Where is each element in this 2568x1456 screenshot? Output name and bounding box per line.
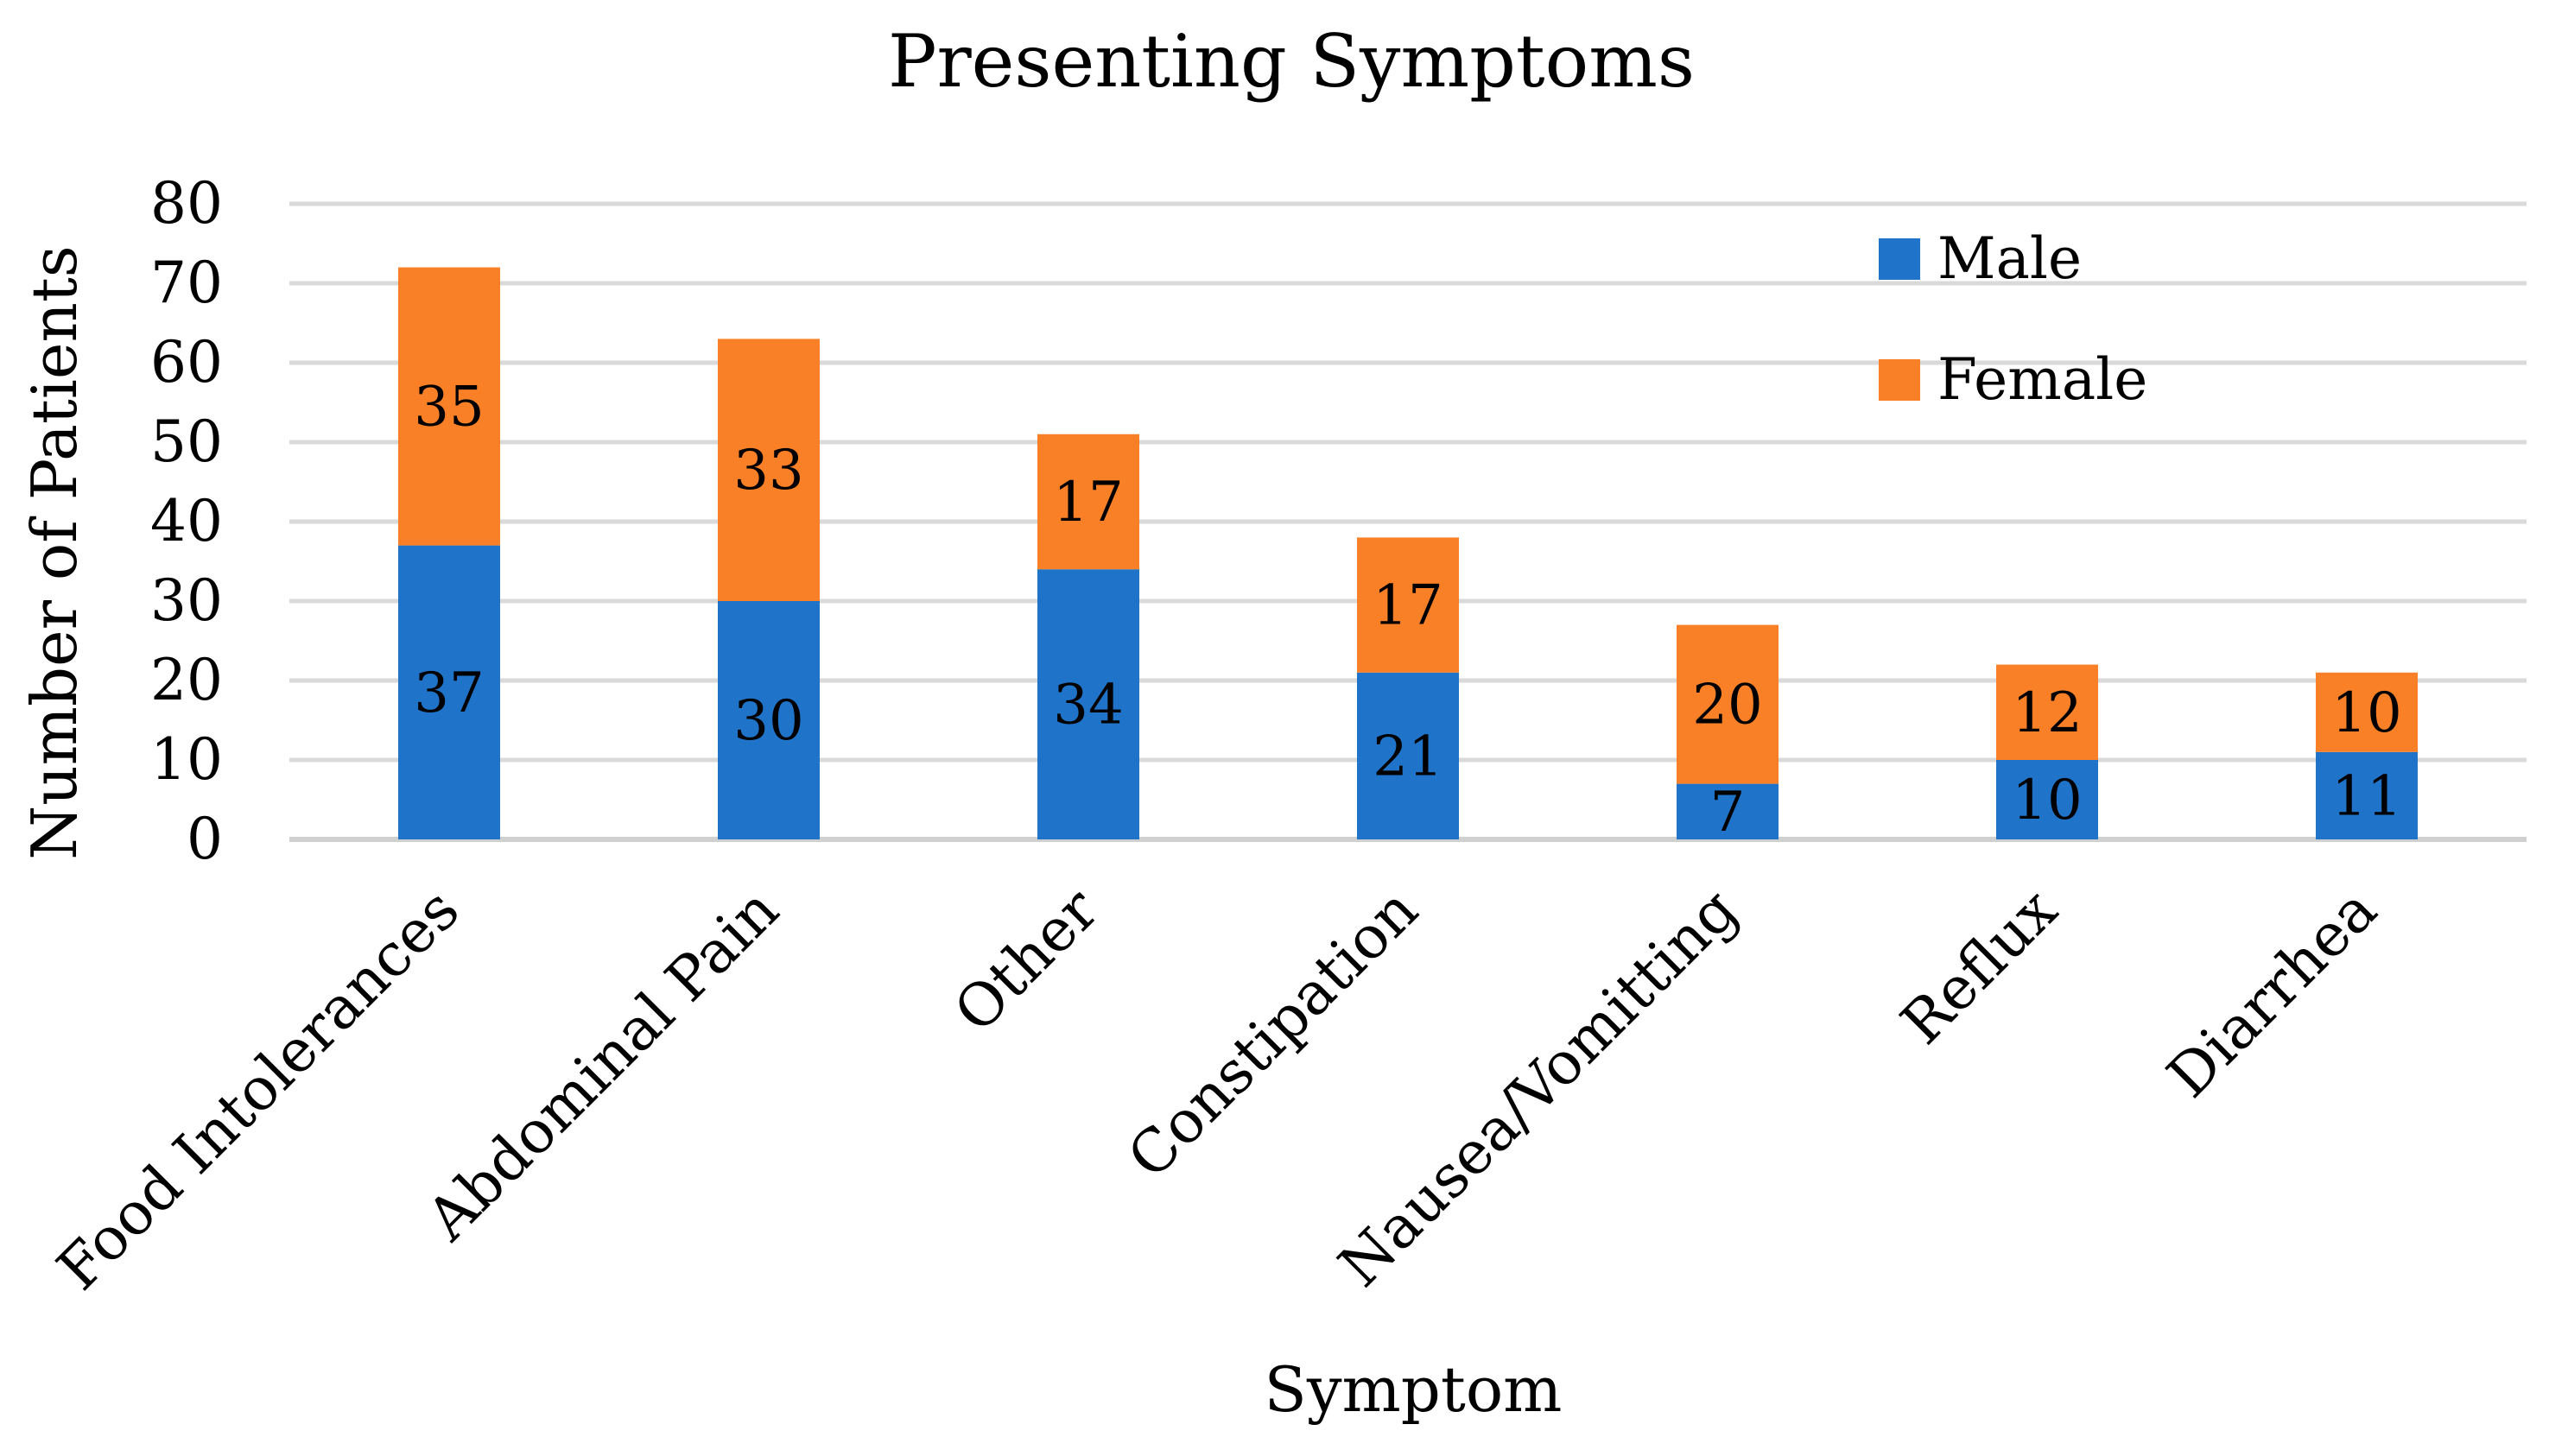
bar-male: [718, 601, 820, 839]
data-label-female: 10: [2331, 681, 2401, 745]
bar-female: [718, 339, 820, 601]
bar-male: [2316, 751, 2418, 839]
data-label-male: 7: [1710, 781, 1746, 845]
legend-label-male: Male: [1937, 225, 2082, 292]
bar-male: [1357, 672, 1459, 839]
data-labels: 37 35 30 33 34 17 21 17 7 20 10 12 11 10: [414, 376, 2401, 845]
bar-female: [2316, 672, 2418, 752]
data-label-male: 10: [2012, 769, 2082, 832]
data-label-female: 20: [1692, 674, 1762, 737]
y-tick-label: 40: [150, 488, 223, 554]
bar-male: [1037, 569, 1139, 839]
data-label-male: 11: [2331, 764, 2401, 828]
x-category-label: Other: [942, 876, 1112, 1046]
data-label-female: 12: [2012, 681, 2082, 745]
bar-female: [1037, 434, 1139, 570]
y-tick-label: 60: [150, 329, 223, 396]
data-label-female: 17: [1053, 471, 1123, 535]
x-category-label: Abdominal Pain: [414, 876, 792, 1254]
data-label-male: 37: [414, 662, 484, 725]
data-label-male: 34: [1053, 674, 1123, 737]
bar-female: [1677, 624, 1779, 784]
x-axis-title: Symptom: [1265, 1353, 1563, 1426]
bar-male: [1996, 760, 2098, 839]
y-tick-label: 20: [150, 647, 223, 713]
data-label-male: 21: [1373, 725, 1443, 788]
legend-label-female: Female: [1937, 346, 2147, 413]
chart-title: Presenting Symptoms: [888, 19, 1695, 104]
legend-swatch-male: [1879, 238, 1920, 280]
legend-swatch-female: [1879, 359, 1920, 401]
y-tick-label: 0: [187, 806, 223, 872]
x-category-label: Constipation: [1115, 876, 1431, 1192]
x-category-label: Food Intolerances: [45, 876, 472, 1303]
y-tick-label: 30: [150, 567, 223, 634]
data-label-female: 17: [1373, 574, 1443, 638]
y-tick-label: 50: [150, 408, 223, 475]
y-tick-label: 70: [150, 250, 223, 316]
bars: [398, 267, 2418, 839]
x-category-label: Diarrhea: [2154, 876, 2390, 1111]
data-label-male: 30: [733, 689, 803, 753]
x-category-label: Reflux: [1888, 876, 2070, 1058]
y-tick-label: 10: [150, 726, 223, 793]
y-tick-label: 80: [150, 170, 223, 237]
bar-male: [1677, 783, 1779, 839]
bar-female: [1357, 537, 1459, 673]
data-label-female: 33: [733, 439, 803, 503]
gridlines: [289, 201, 2527, 842]
y-axis-title: Number of Patients: [18, 245, 91, 860]
data-label-female: 35: [414, 376, 484, 440]
bar-female: [398, 267, 500, 546]
bar-male: [398, 545, 500, 839]
y-axis-ticks: 0 10 20 30 40 50 60 70 80: [150, 170, 223, 872]
bar-female: [1996, 664, 2098, 760]
